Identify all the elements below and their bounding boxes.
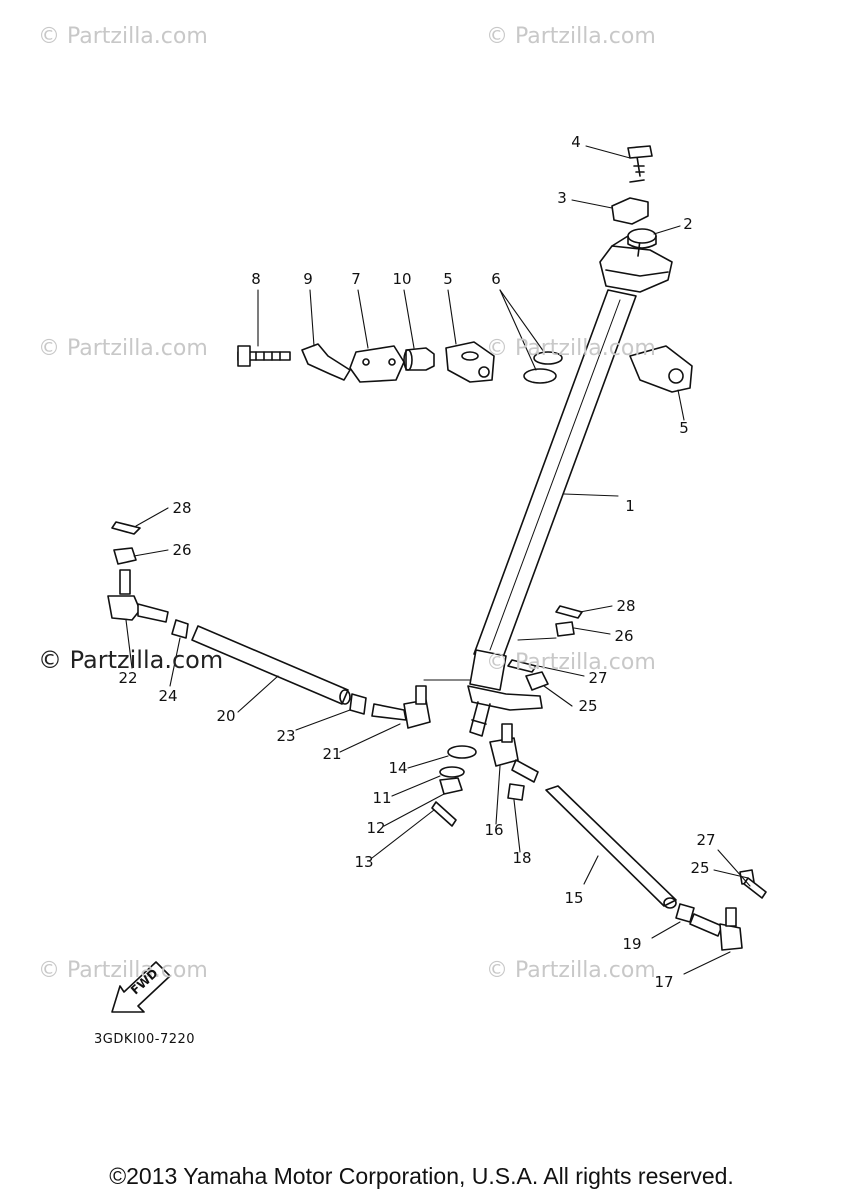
- clamp-parts: [237, 341, 693, 393]
- callout-2: 2: [683, 215, 693, 233]
- callout-9: 9: [303, 270, 313, 288]
- callout-8: 8: [251, 270, 261, 288]
- callout-15: 15: [564, 889, 584, 907]
- callout-26b: 26: [614, 627, 634, 645]
- callout-10: 10: [392, 270, 412, 288]
- callout-5a: 5: [443, 270, 453, 288]
- callout-5b: 5: [679, 419, 689, 437]
- callout-3: 3: [557, 189, 567, 207]
- callout-13: 13: [354, 853, 374, 871]
- callout-25b: 25: [690, 859, 710, 877]
- watermark-top-left: © Partzilla.com: [38, 24, 208, 49]
- callout-22: 22: [118, 669, 138, 687]
- callout-1: 1: [625, 497, 635, 515]
- left-tie-rod: [107, 521, 431, 729]
- callout-18: 18: [512, 849, 532, 867]
- right-tie-rod: [489, 605, 767, 951]
- callout-6: 6: [491, 270, 501, 288]
- callout-14: 14: [388, 759, 408, 777]
- callout-7: 7: [351, 270, 361, 288]
- callout-25a: 25: [578, 697, 598, 715]
- callout-12: 12: [366, 819, 386, 837]
- callout-24: 24: [158, 687, 178, 705]
- watermark-top-right: © Partzilla.com: [486, 24, 656, 49]
- shaft-nuts: [431, 745, 477, 827]
- callout-26a: 26: [172, 541, 192, 559]
- watermark-center-left: © Partzilla.com: [38, 646, 224, 674]
- fwd-arrow-icon: [111, 961, 171, 1013]
- callout-17: 17: [654, 973, 674, 991]
- callout-19: 19: [622, 935, 642, 953]
- callout-28b: 28: [616, 597, 636, 615]
- callout-28a: 28: [172, 499, 192, 517]
- watermark-mid-left: © Partzilla.com: [38, 336, 208, 361]
- callout-27b: 27: [696, 831, 716, 849]
- callout-16: 16: [484, 821, 504, 839]
- watermark-bottom-left: © Partzilla.com: [38, 958, 208, 983]
- top-parts: [611, 145, 657, 249]
- leader-lines: [125, 145, 751, 975]
- steering-shaft: [467, 235, 673, 737]
- diagram-part-code: 3GDKI00-7220: [94, 1032, 196, 1047]
- copyright-notice: ©2013 Yamaha Motor Corporation, U.S.A. A…: [109, 1163, 734, 1189]
- callout-20: 20: [216, 707, 236, 725]
- callout-27a: 27: [588, 669, 608, 687]
- callout-11: 11: [372, 789, 392, 807]
- callout-21: 21: [322, 745, 342, 763]
- callout-23: 23: [276, 727, 296, 745]
- watermark-center-right: © Partzilla.com: [486, 650, 656, 675]
- callout-4: 4: [571, 133, 581, 151]
- watermark-bottom-right: © Partzilla.com: [486, 958, 656, 983]
- watermark-mid-right: © Partzilla.com: [486, 336, 656, 361]
